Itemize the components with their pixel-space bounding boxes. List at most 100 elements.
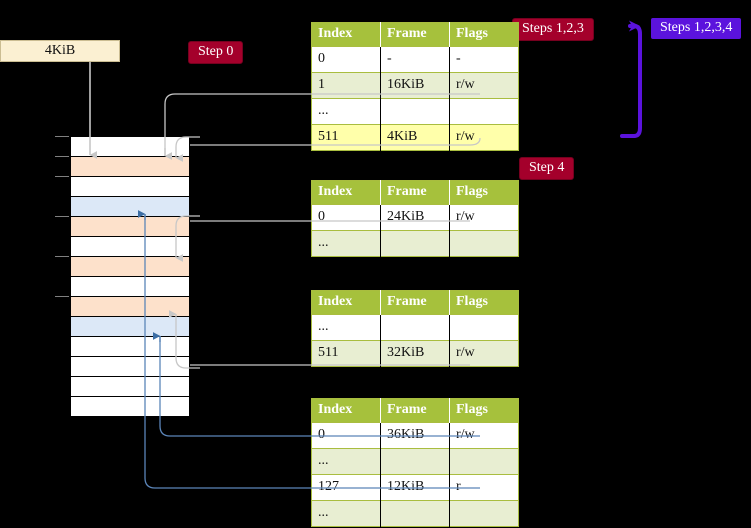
memory-frame-row <box>70 376 190 397</box>
badge-step-4-label: Step 4 <box>529 160 565 175</box>
cell-index: 511 <box>311 340 381 367</box>
column-header-index: Index <box>311 290 381 315</box>
memory-frame-row <box>70 156 190 177</box>
memory-frame-row <box>70 196 190 217</box>
cell-index: 0 <box>311 204 381 231</box>
memory-frame-row <box>70 296 190 317</box>
memory-frame-row <box>70 316 190 337</box>
cell-flags: r/w <box>449 204 519 231</box>
cell-flags: - <box>449 46 519 73</box>
cell-flags: r <box>449 474 519 501</box>
frame-tick-mark <box>55 216 69 217</box>
physical-memory-frames <box>55 136 190 417</box>
memory-frame-row <box>70 176 190 197</box>
memory-frame-row <box>70 256 190 277</box>
memory-frame-row <box>70 396 190 417</box>
cell-index: 0 <box>311 46 381 73</box>
memory-frame-row <box>70 336 190 357</box>
memory-frame-row <box>70 136 190 157</box>
cell-frame: 4KiB <box>380 124 450 151</box>
column-header-index: Index <box>311 398 381 423</box>
table-row: ... <box>311 98 519 125</box>
cell-flags: r/w <box>449 422 519 449</box>
badge-steps-1-2-3-label: Steps 1,2,3 <box>522 21 584 36</box>
memory-frame-row <box>70 356 190 377</box>
cell-flags <box>449 230 519 257</box>
cell-frame: 12KiB <box>380 474 450 501</box>
cell-index: ... <box>311 500 381 527</box>
badge-step-0: Step 0 <box>188 41 244 64</box>
cell-frame: - <box>380 46 450 73</box>
column-header-frame: Frame <box>380 180 450 205</box>
cell-flags: r/w <box>449 124 519 151</box>
cell-index: ... <box>311 230 381 257</box>
badge-steps-1-2-3-4-label: Steps 1,2,3,4 <box>660 20 733 35</box>
cell-frame <box>380 230 450 257</box>
cell-index: 1 <box>311 72 381 99</box>
cell-flags <box>449 448 519 475</box>
cell-index: 127 <box>311 474 381 501</box>
column-header-frame: Frame <box>380 290 450 315</box>
badge-step-0-label: Step 0 <box>198 44 234 59</box>
column-header-index: Index <box>311 22 381 47</box>
cell-frame <box>380 314 450 341</box>
frame-tick-mark <box>55 256 69 257</box>
cell-index: ... <box>311 98 381 125</box>
cell-flags <box>449 500 519 527</box>
cell-flags <box>449 314 519 341</box>
cell-flags <box>449 98 519 125</box>
table-row: ... <box>311 314 519 341</box>
table-row: ... <box>311 448 519 475</box>
cell-frame: 24KiB <box>380 204 450 231</box>
cell-frame: 32KiB <box>380 340 450 367</box>
badge-step-4: Step 4 <box>519 157 575 180</box>
frame-tick-mark <box>55 156 69 157</box>
memory-frame-row <box>70 236 190 257</box>
cell-frame <box>380 500 450 527</box>
table-row: ... <box>311 500 519 527</box>
column-header-flags: Flags <box>449 22 519 47</box>
badge-steps-1-2-3-4: Steps 1,2,3,4 <box>651 18 742 39</box>
cell-frame: 16KiB <box>380 72 450 99</box>
column-header-index: Index <box>311 180 381 205</box>
cell-flags: r/w <box>449 340 519 367</box>
table-row: ... <box>311 230 519 257</box>
cell-index: ... <box>311 314 381 341</box>
column-header-flags: Flags <box>449 180 519 205</box>
frame-tick-mark <box>55 296 69 297</box>
memory-frame-row <box>70 216 190 237</box>
cell-index: 0 <box>311 422 381 449</box>
table-row: 0-- <box>311 46 519 73</box>
frame-tick-mark <box>55 176 69 177</box>
cell-frame <box>380 448 450 475</box>
cell-frame <box>380 98 450 125</box>
cell-index: 511 <box>311 124 381 151</box>
column-header-flags: Flags <box>449 398 519 423</box>
column-header-flags: Flags <box>449 290 519 315</box>
badge-steps-1-2-3: Steps 1,2,3 <box>512 18 594 41</box>
cell-index: ... <box>311 448 381 475</box>
column-header-frame: Frame <box>380 22 450 47</box>
memory-frame-row <box>70 276 190 297</box>
cell-flags: r/w <box>449 72 519 99</box>
cell-frame: 36KiB <box>380 422 450 449</box>
size-box-4kib: 4KiB <box>0 40 120 62</box>
size-box-label: 4KiB <box>44 43 76 58</box>
column-header-frame: Frame <box>380 398 450 423</box>
bracket-steps-arrow <box>620 20 642 138</box>
